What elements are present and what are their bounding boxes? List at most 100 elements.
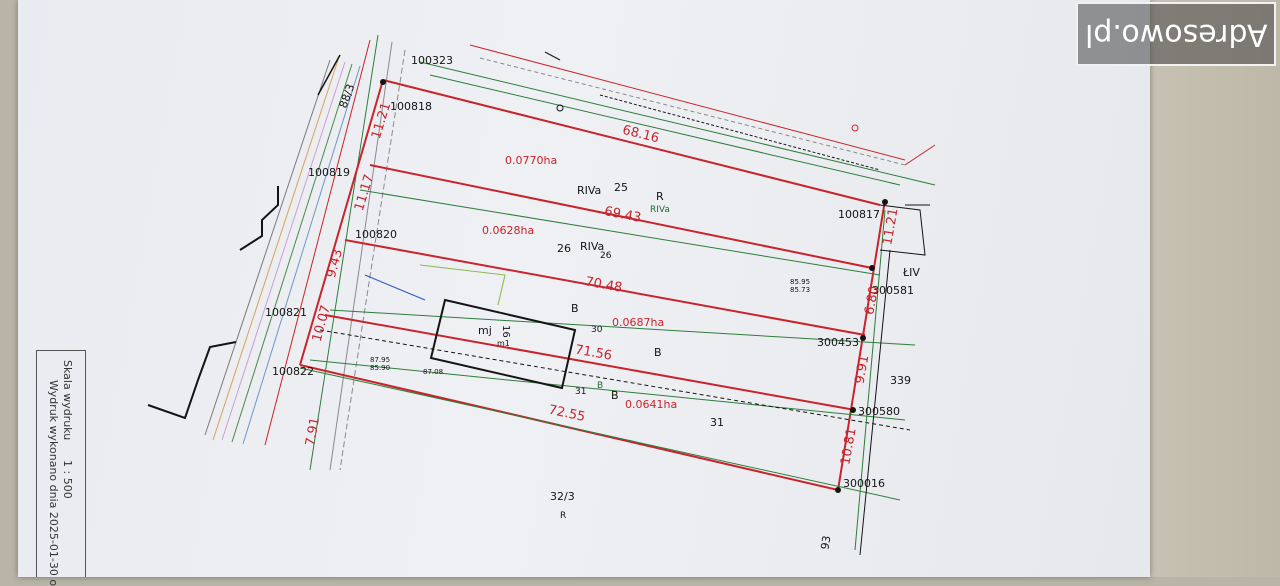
point-300581	[869, 265, 875, 271]
building-group: mj 16 m1	[429, 298, 577, 390]
parcel-300453: 300453	[817, 336, 859, 349]
plot-32-3: 32/3	[550, 490, 575, 503]
road-lines	[204, 34, 406, 471]
elev-85-73: 85.73	[790, 286, 810, 294]
dim-10-81: 10.81	[838, 427, 859, 466]
road-line-5	[242, 65, 361, 445]
inner-dashed	[319, 329, 911, 431]
boundary-26-30	[344, 239, 866, 336]
parcel-300581: 300581	[872, 284, 914, 297]
plot-25: 25	[614, 181, 628, 194]
building-outline	[429, 298, 577, 390]
dim-6-80: 6.80	[862, 285, 882, 316]
road-line-8	[329, 41, 393, 471]
area-labels: 0.0770ha 0.0628ha 0.0687ha 0.0641ha	[482, 154, 677, 411]
survey-points	[380, 79, 888, 493]
dim-71-56: 71.56	[574, 343, 613, 364]
road-line-4	[231, 63, 353, 443]
inner-green-4	[299, 367, 901, 501]
circle-marker-2	[851, 124, 859, 132]
parcel-100819: 100819	[308, 166, 350, 179]
elev-85-90: 85.90	[370, 364, 390, 372]
road-line-3	[221, 61, 346, 441]
top-dashed-line	[479, 57, 906, 166]
parcel-100822: 100822	[272, 365, 314, 378]
parcel-100818: 100818	[390, 100, 432, 113]
point-300016	[835, 487, 841, 493]
landuse-liv: ŁIV	[902, 266, 920, 279]
dim-70-48: 70.48	[584, 275, 623, 296]
point-100817	[882, 199, 888, 205]
point-300453	[860, 335, 866, 341]
print-info: Skala wydruku 1 : 500 Wydruk wykonano dn…	[44, 360, 84, 586]
road-line-7	[309, 34, 379, 471]
dim-11-21-right: 11.21	[880, 207, 901, 246]
inner-green-2	[329, 309, 916, 346]
right-green-line	[854, 209, 886, 551]
dim-11-21-left: 11.21	[369, 101, 394, 141]
boundary-top	[382, 79, 881, 206]
dim-69-43: 69.43	[603, 204, 642, 226]
point-300580	[850, 407, 856, 413]
road-line-6	[264, 39, 371, 446]
parcel-ids: 100323 100818 100819 100820 100821 10082…	[265, 54, 914, 490]
dim-9-91: 9.91	[853, 354, 873, 385]
elev-85-95: 85.95	[790, 278, 810, 286]
dim-68-16: 68.16	[621, 123, 661, 147]
plot-numbers: 25 26 26 30 31 31 339 32/3 88/3 93	[337, 82, 911, 550]
plot-339: 339	[890, 374, 911, 387]
scale-value: 1 : 500	[61, 460, 74, 499]
boundary-right	[837, 199, 886, 491]
building-number: 16	[500, 325, 511, 338]
landuse-b-2: B	[654, 346, 662, 359]
right-ell	[879, 204, 926, 256]
parcel-300016: 300016	[843, 477, 885, 490]
top-green-line-2	[429, 74, 901, 186]
parcel-100820: 100820	[355, 228, 397, 241]
elevation-labels: 87.08 85.90 87.95 85.95 85.73	[370, 278, 810, 376]
yellow-green-outline	[419, 264, 506, 306]
top-lines	[419, 44, 936, 186]
background-wall	[1128, 0, 1280, 577]
landuse-riva-2: RIVa	[650, 205, 670, 215]
area-0641: 0.0641ha	[625, 398, 677, 411]
plot-93: 93	[818, 535, 833, 551]
curb-top	[317, 54, 341, 96]
plot-31-a: 31	[575, 387, 586, 397]
curb-lower	[147, 341, 237, 420]
boundary-25-26	[369, 164, 873, 269]
landuse-riva-1: RIVa	[577, 184, 601, 197]
area-0628: 0.0628ha	[482, 224, 534, 237]
road-line-2	[212, 59, 339, 441]
dim-9-43: 9.43	[324, 248, 346, 280]
road-line-1	[204, 59, 331, 436]
road-line-9	[339, 49, 406, 471]
dim-7-91: 7.91	[303, 416, 323, 447]
point-100323	[380, 79, 386, 85]
blue-measure-line	[364, 274, 426, 301]
area-0687: 0.0687ha	[612, 316, 664, 329]
plot-31-b: 31	[710, 416, 724, 429]
boundary-30-31	[324, 314, 856, 411]
elev-87-08: 87.08	[423, 368, 443, 376]
plot-30: 30	[591, 325, 603, 335]
parcel-100821: 100821	[265, 306, 307, 319]
landuse-r-2: R	[560, 511, 566, 521]
top-green-line	[419, 61, 936, 186]
area-0770: 0.0770ha	[505, 154, 557, 167]
map-paper-sheet	[18, 0, 1150, 577]
parcel-300580: 300580	[858, 405, 900, 418]
dim-72-55: 72.55	[547, 403, 587, 425]
boundary-left	[299, 79, 384, 366]
landuse-b-1: B	[571, 302, 579, 315]
building-sub: m1	[497, 339, 510, 348]
top-red-line	[469, 44, 906, 161]
plot-88-3: 88/3	[337, 82, 358, 110]
curb-lines	[147, 54, 341, 420]
print-info-box	[36, 350, 86, 577]
landuse-r-1: R	[656, 190, 664, 203]
inner-green-1	[359, 189, 881, 276]
parcel-100817: 100817	[838, 208, 880, 221]
top-tick-2	[904, 144, 936, 166]
scale-label: Skala wydruku	[61, 360, 74, 441]
